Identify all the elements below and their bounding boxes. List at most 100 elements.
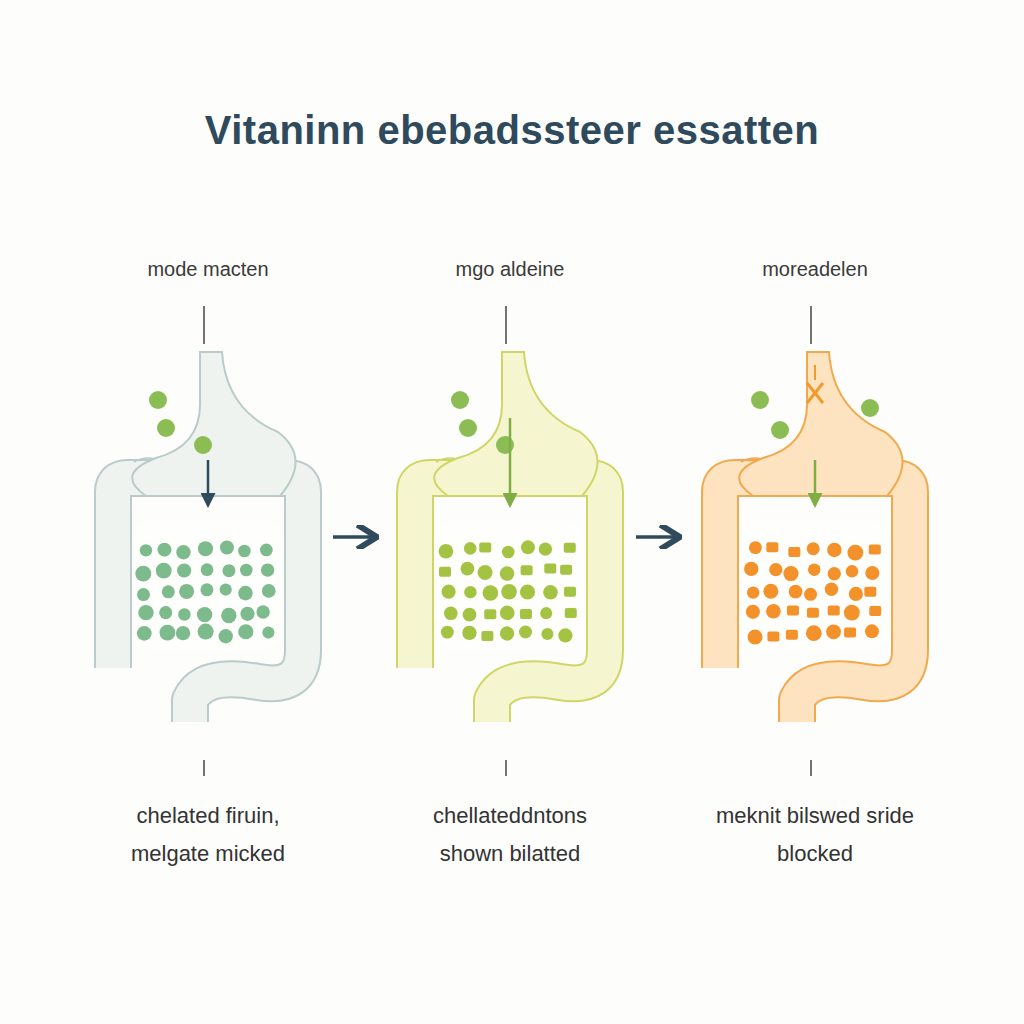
- absorption-arrow: [814, 460, 817, 505]
- nutrient-particle: [179, 584, 194, 599]
- nutrient-particle: [500, 626, 514, 640]
- nutrient-particle: [238, 586, 253, 601]
- nutrient-particle: [521, 540, 535, 554]
- nutrient-particle: [502, 546, 515, 559]
- nutrient-dot: [861, 399, 879, 417]
- tick-line: [505, 760, 507, 776]
- nutrient-particle: [220, 540, 234, 554]
- nutrient-particle: [828, 567, 841, 580]
- nutrient-particle: [869, 606, 881, 616]
- nutrient-particle: [159, 606, 172, 619]
- nutrient-particle: [827, 543, 842, 558]
- nutrient-dot: [459, 419, 477, 437]
- nutrient-particle: [846, 565, 858, 577]
- nutrient-particle: [441, 626, 454, 639]
- digestive-tract: [415, 306, 605, 776]
- nutrient-particle: [178, 608, 191, 621]
- nutrient-particle: [240, 564, 253, 577]
- nutrient-particle: [769, 563, 782, 576]
- nutrient-particle: [162, 585, 175, 598]
- nutrient-particle: [807, 608, 819, 618]
- nutrient-particle: [461, 562, 475, 576]
- column-heading: mode macten: [88, 258, 328, 281]
- nutrient-particle: [844, 605, 860, 621]
- nutrient-particle: [256, 605, 269, 618]
- nutrient-particle: [520, 609, 532, 619]
- stomach: [434, 352, 597, 496]
- nutrient-particle: [157, 543, 171, 557]
- nutrient-particle: [238, 624, 253, 639]
- nutrient-particle: [540, 607, 552, 619]
- intestine-area: [134, 520, 282, 650]
- nutrient-dot: [451, 391, 469, 409]
- step-arrow: [333, 535, 372, 539]
- nutrient-particle: [847, 545, 863, 561]
- nutrient-particle: [766, 542, 778, 552]
- nutrient-particle: [564, 543, 576, 553]
- nutrient-particle: [222, 564, 235, 577]
- nutrient-particle: [483, 585, 499, 601]
- nutrient-particle: [520, 584, 535, 599]
- nutrient-particle: [807, 542, 820, 555]
- nutrient-particle: [788, 547, 800, 557]
- nutrient-dot: [751, 391, 769, 409]
- nutrient-particle: [444, 607, 458, 621]
- nutrient-particle: [521, 565, 533, 575]
- nutrient-particle: [804, 588, 817, 601]
- nutrient-particle: [463, 608, 477, 622]
- nutrient-particle: [137, 588, 150, 601]
- nutrient-particle: [462, 626, 476, 640]
- nutrient-particle: [826, 624, 841, 639]
- nutrient-particle: [844, 627, 856, 637]
- nutrient-particle: [560, 565, 572, 575]
- block-mark: [807, 383, 823, 403]
- nutrient-particle: [221, 608, 236, 623]
- tick-line: [203, 760, 205, 776]
- nutrient-particle: [479, 542, 491, 552]
- nutrient-particle: [200, 583, 213, 596]
- intestine-area: [741, 520, 889, 650]
- nutrient-particle: [541, 628, 553, 640]
- nutrient-particle: [501, 584, 517, 600]
- nutrient-dot: [496, 436, 514, 454]
- colon: [415, 478, 605, 722]
- digestive-tract: [113, 306, 303, 776]
- nutrient-particle: [484, 609, 496, 619]
- nutrient-dot: [149, 391, 167, 409]
- nutrient-particle: [825, 583, 838, 596]
- nutrient-particle: [748, 629, 763, 644]
- nutrient-particle: [849, 587, 863, 601]
- nutrient-particle: [828, 606, 840, 616]
- nutrient-particle: [176, 626, 190, 640]
- block-mark: [807, 383, 823, 403]
- nutrient-particle: [198, 624, 214, 640]
- nutrient-particle: [747, 586, 759, 598]
- tick-line: [810, 760, 812, 776]
- nutrient-particle: [160, 625, 176, 641]
- nutrient-particle: [763, 584, 778, 599]
- nutrient-particle: [806, 625, 822, 641]
- absorption-arrow: [207, 460, 210, 505]
- nutrient-particle: [783, 566, 798, 581]
- nutrient-particle: [864, 587, 876, 597]
- nutrient-particle: [749, 541, 762, 554]
- nutrient-particle: [262, 627, 274, 639]
- step-arrow: [636, 535, 675, 539]
- column-caption: chelated firuin, melgate micked: [108, 797, 308, 873]
- nutrient-particle: [767, 631, 779, 641]
- nutrient-particle: [500, 566, 515, 581]
- nutrient-particle: [464, 542, 477, 555]
- nutrient-particle: [219, 629, 233, 643]
- block-mark: [814, 365, 816, 380]
- nutrient-particle: [789, 585, 803, 599]
- nutrient-particle: [808, 563, 821, 576]
- nutrient-particle: [177, 563, 191, 577]
- nutrient-particle: [869, 544, 881, 554]
- nutrient-particle: [544, 563, 556, 573]
- nutrient-particle: [500, 605, 515, 620]
- nutrient-particle: [201, 563, 214, 576]
- colon: [720, 478, 910, 722]
- colon-outline: [113, 478, 303, 722]
- nutrient-particle: [481, 631, 493, 641]
